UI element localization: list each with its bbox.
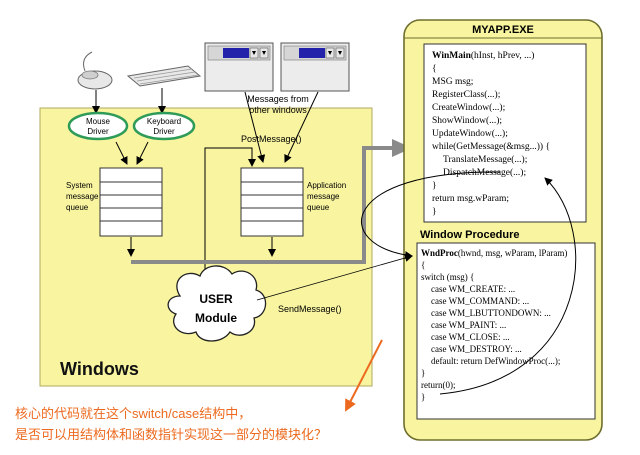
svg-text:{: { xyxy=(421,260,425,270)
svg-text:WinMain(hInst, hPrev, ...): WinMain(hInst, hPrev, ...) xyxy=(432,50,534,61)
send-message-label: SendMessage() xyxy=(278,304,342,314)
svg-text:default: return DefWindowProc(: default: return DefWindowProc(...); xyxy=(431,356,560,366)
svg-text:case WM_COMMAND: ...: case WM_COMMAND: ... xyxy=(431,296,529,306)
gray-flow-arrow xyxy=(131,146,393,264)
svg-text:case WM_CREATE: ...: case WM_CREATE: ... xyxy=(431,284,515,294)
winmain-box xyxy=(423,43,587,223)
svg-text:{: { xyxy=(432,64,437,74)
mouse-driver: Mouse Driver xyxy=(67,111,129,141)
svg-text:WndProc(hwnd, msg, wParam, lPa: WndProc(hwnd, msg, wParam, lParam) xyxy=(421,248,567,258)
svg-text:Driver: Driver xyxy=(87,127,109,136)
application-message-queue xyxy=(240,167,304,237)
svg-text:TranslateMessage(...);: TranslateMessage(...); xyxy=(443,154,527,165)
app-queue-label-3: queue xyxy=(307,203,330,212)
windows-label: Windows xyxy=(60,359,139,379)
keyboard-driver: Keyboard Driver xyxy=(132,111,196,141)
keyboard-icon xyxy=(126,65,202,87)
svg-text:switch (msg) {: switch (msg) { xyxy=(421,272,474,282)
svg-text:while(GetMessage(&msg...)) {: while(GetMessage(&msg...)) { xyxy=(432,141,550,152)
svg-text:}: } xyxy=(421,368,425,378)
user-module: USER Module xyxy=(167,265,267,342)
mouse-icon xyxy=(77,51,113,90)
dispatch-curve xyxy=(360,171,501,260)
svg-text:Mouse: Mouse xyxy=(86,117,111,126)
wndproc-box xyxy=(416,242,596,420)
svg-text:UpdateWindow(...);: UpdateWindow(...); xyxy=(432,128,508,139)
post-message-label: PostMessage() xyxy=(241,134,302,144)
svg-text:CreateWindow(...);: CreateWindow(...); xyxy=(432,102,505,113)
svg-text:return msg.wParam;: return msg.wParam; xyxy=(432,194,509,204)
other-window-2 xyxy=(280,42,350,92)
svg-text:ShowWindow(...);: ShowWindow(...); xyxy=(432,115,502,126)
send-message-arrow xyxy=(256,254,413,301)
system-queue-label-2: message xyxy=(66,192,99,201)
system-queue-label-3: queue xyxy=(66,203,89,212)
annotation-line-2: 是否可以用结构体和函数指针实现这一部分的模块化？ xyxy=(15,427,327,442)
app-queue-label: Application xyxy=(307,181,346,190)
svg-text:USER: USER xyxy=(199,292,233,306)
myapp-title: MYAPP.EXE xyxy=(472,24,534,36)
svg-text:case WM_DESTROY: ...: case WM_DESTROY: ... xyxy=(431,344,522,354)
window-procedure-title: Window Procedure xyxy=(420,229,520,241)
svg-text:return(0);: return(0); xyxy=(421,380,455,390)
messages-from-label: Messages from xyxy=(247,94,309,104)
app-queue-label-2: message xyxy=(307,192,340,201)
svg-text:case WM_LBUTTONDOWN: ...: case WM_LBUTTONDOWN: ... xyxy=(431,308,551,318)
system-message-queue xyxy=(99,167,163,237)
messages-from-label-2: other windows xyxy=(249,105,307,115)
annotation-arrow xyxy=(345,339,383,412)
svg-text:MSG msg;: MSG msg; xyxy=(432,77,473,87)
svg-text:}: } xyxy=(432,207,437,217)
svg-text:RegisterClass(...);: RegisterClass(...); xyxy=(432,89,500,100)
other-window-1 xyxy=(204,42,274,92)
svg-text:case WM_PAINT: ...: case WM_PAINT: ... xyxy=(431,320,506,330)
system-queue-label: System xyxy=(66,181,93,190)
svg-text:}: } xyxy=(421,392,425,402)
windows-panel xyxy=(39,107,373,387)
svg-text:}: } xyxy=(432,181,437,191)
return-curve xyxy=(439,177,577,395)
wndproc-code: WndProc(hwnd, msg, wParam, lParam) { swi… xyxy=(421,248,567,402)
svg-text:Module: Module xyxy=(195,311,237,325)
svg-text:Keyboard: Keyboard xyxy=(147,117,181,126)
svg-text:case WM_CLOSE: ...: case WM_CLOSE: ... xyxy=(431,332,510,342)
annotation-line-1: 核心的代码就在这个switch/case结构中， xyxy=(15,406,251,421)
svg-text:Driver: Driver xyxy=(153,127,175,136)
